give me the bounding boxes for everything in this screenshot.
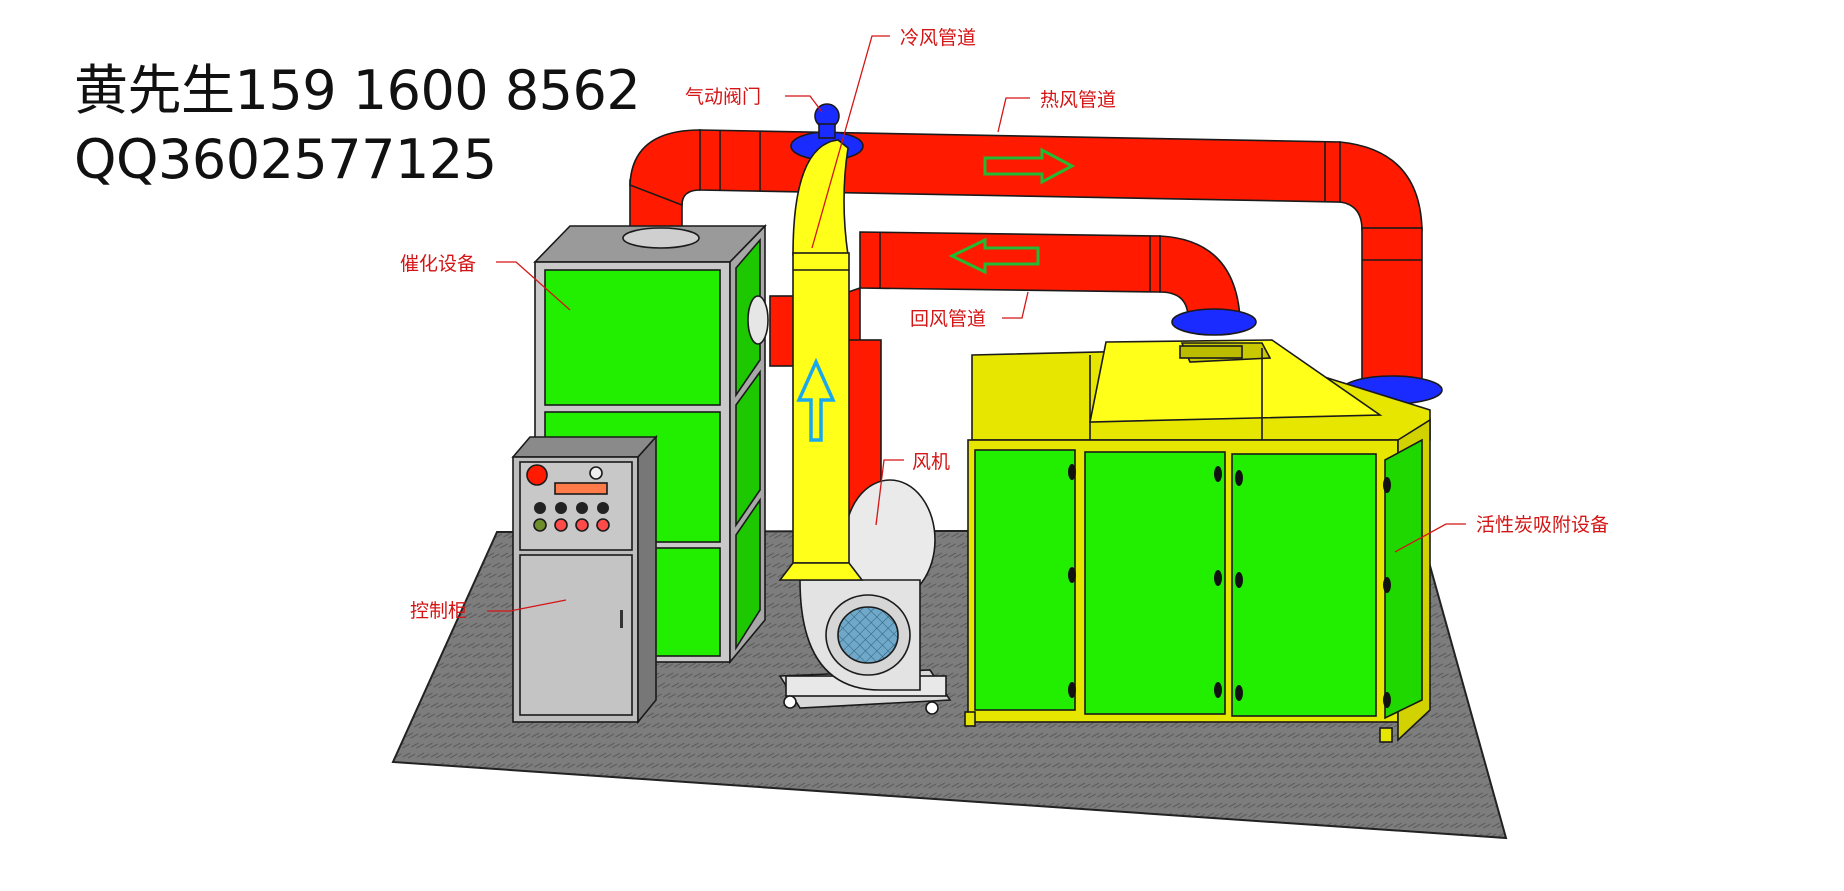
leader-control-cabinet bbox=[487, 599, 567, 612]
leader-activated-carbon-equipment bbox=[1394, 523, 1466, 553]
flow-arrow-return-left bbox=[948, 237, 1040, 275]
leader-hot-air-duct bbox=[997, 97, 1030, 133]
label-catalytic-equipment: 催化设备 bbox=[400, 253, 476, 275]
cold-air-duct bbox=[778, 139, 864, 581]
label-fan: 风机 bbox=[912, 451, 950, 473]
activated-carbon-equipment bbox=[964, 339, 1431, 743]
flow-arrow-cold-up bbox=[796, 357, 836, 442]
leader-catalytic-equipment bbox=[496, 261, 571, 311]
contact-phone-text: 黄先生159 1600 8562 bbox=[74, 59, 641, 122]
leader-return-air-duct bbox=[1002, 291, 1029, 319]
flow-arrow-hot-right bbox=[983, 147, 1076, 185]
leader-pneumatic-valve bbox=[785, 95, 823, 113]
contact-qq-text: QQ3602577125 bbox=[74, 128, 497, 191]
label-return-air-duct: 回风管道 bbox=[910, 308, 986, 330]
label-activated-carbon-equipment: 活性炭吸附设备 bbox=[1476, 514, 1609, 536]
label-cold-air-duct: 冷风管道 bbox=[900, 27, 976, 49]
control-cabinet bbox=[511, 434, 658, 725]
label-pneumatic-valve: 气动阀门 bbox=[685, 86, 761, 108]
label-hot-air-duct: 热风管道 bbox=[1040, 89, 1116, 111]
label-control-cabinet: 控制柜 bbox=[410, 600, 467, 622]
valve-return-duct bbox=[1171, 308, 1257, 336]
leader-cold-air-duct bbox=[811, 35, 890, 249]
leader-fan bbox=[875, 459, 904, 526]
fan bbox=[778, 479, 952, 715]
